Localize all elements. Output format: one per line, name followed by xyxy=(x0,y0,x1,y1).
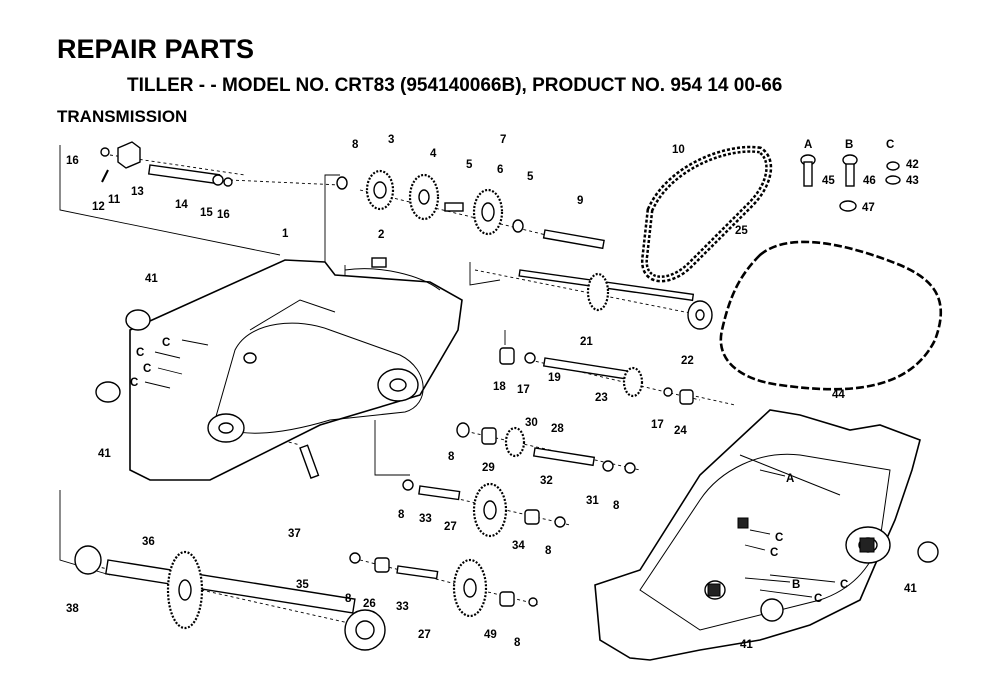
callout-29: 29 xyxy=(482,462,495,474)
callout-14: 14 xyxy=(175,199,188,211)
belt xyxy=(719,240,943,391)
arrow-label-c: C xyxy=(130,377,138,389)
callout-A: A xyxy=(804,139,812,151)
callout-11: 11 xyxy=(108,194,121,206)
callout-25: 25 xyxy=(735,225,748,237)
callout-45: 45 xyxy=(822,175,835,187)
callout-28: 28 xyxy=(551,423,564,435)
callout-17-b: 17 xyxy=(651,419,664,431)
callout-12: 12 xyxy=(92,201,105,213)
section-heading: TRANSMISSION xyxy=(57,107,188,126)
assembly-arrows xyxy=(144,339,836,598)
callout-5: 5 xyxy=(466,159,473,171)
callout-13: 13 xyxy=(131,186,144,198)
callout-21: 21 xyxy=(580,336,593,348)
arrow-label-c: C xyxy=(814,593,822,605)
callout-26: 26 xyxy=(363,598,376,610)
callout-38: 38 xyxy=(66,603,79,615)
callout-2: 2 xyxy=(378,229,384,241)
callout-7: 7 xyxy=(500,134,506,146)
sprocket-shaft xyxy=(518,269,713,330)
callout-49: 49 xyxy=(484,629,497,641)
callout-22: 22 xyxy=(681,355,694,367)
callout-5-b: 5 xyxy=(527,171,534,183)
page-subtitle: TILLER - - MODEL NO. CRT83 (954140066B),… xyxy=(127,75,783,96)
arrow-label-c: C xyxy=(136,347,144,359)
middle-gear-assembly xyxy=(456,422,636,474)
callout-41-c: 41 xyxy=(904,583,917,595)
top-gear-train xyxy=(336,169,605,250)
arrow-label-c: C xyxy=(770,547,778,559)
arrow-label-c: C xyxy=(143,363,151,375)
right-housing-plate xyxy=(594,409,921,661)
arrow-label-c: C xyxy=(162,337,170,349)
callout-44: 44 xyxy=(832,389,845,401)
callout-18: 18 xyxy=(493,381,506,393)
callout-4: 4 xyxy=(430,148,437,160)
bushings-and-fittings xyxy=(95,257,939,622)
callout-41: 41 xyxy=(145,273,158,285)
callout-1: 1 xyxy=(282,228,289,240)
arrow-letter-labels: C C C C A C C C B C xyxy=(130,337,848,605)
callout-36: 36 xyxy=(142,536,155,548)
callout-30: 30 xyxy=(525,417,538,429)
idler-shaft-assembly xyxy=(100,141,233,187)
callout-41-d: 41 xyxy=(740,639,753,651)
callout-41-b: 41 xyxy=(98,448,111,460)
page-title: REPAIR PARTS xyxy=(57,34,255,64)
callout-8: 8 xyxy=(352,139,359,151)
callout-34: 34 xyxy=(512,540,525,552)
callout-19: 19 xyxy=(548,372,561,384)
callout-15: 15 xyxy=(200,207,213,219)
arrow-label-c: C xyxy=(840,579,848,591)
callout-33-b: 33 xyxy=(396,601,409,613)
callout-33: 33 xyxy=(419,513,432,525)
arrow-label-b: B xyxy=(792,579,800,591)
callout-31: 31 xyxy=(586,495,599,507)
hardware-legend xyxy=(800,154,901,212)
callout-8-g: 8 xyxy=(514,637,521,649)
drive-chain xyxy=(641,145,773,283)
output-shaft-assembly xyxy=(74,545,386,651)
callout-24: 24 xyxy=(674,425,687,437)
callout-8-f: 8 xyxy=(345,593,352,605)
callout-8-e: 8 xyxy=(545,545,552,557)
callout-47: 47 xyxy=(862,202,875,214)
callout-35: 35 xyxy=(296,579,309,591)
callout-6: 6 xyxy=(497,164,503,176)
callout-37: 37 xyxy=(288,528,301,540)
lower-gear-train xyxy=(349,479,566,618)
callout-8-c: 8 xyxy=(613,500,620,512)
callout-3: 3 xyxy=(388,134,394,146)
left-housing-plate xyxy=(129,259,463,481)
callout-8-b: 8 xyxy=(448,451,455,463)
callout-32: 32 xyxy=(540,475,553,487)
callout-43: 43 xyxy=(906,175,919,187)
callout-16-b: 16 xyxy=(217,209,230,221)
callout-27: 27 xyxy=(444,521,457,533)
callout-C: C xyxy=(886,139,894,151)
callout-10: 10 xyxy=(672,144,685,156)
arrow-label-c: C xyxy=(775,532,783,544)
callout-B: B xyxy=(845,139,853,151)
callout-42: 42 xyxy=(906,159,919,171)
callout-46: 46 xyxy=(863,175,876,187)
callout-8-d: 8 xyxy=(398,509,405,521)
callout-labels: 16 11 12 13 14 15 16 8 3 4 7 5 6 5 9 10 … xyxy=(66,134,919,651)
callout-9: 9 xyxy=(577,195,583,207)
arrow-label-a: A xyxy=(786,473,794,485)
worm-shaft-assembly xyxy=(499,347,694,405)
callout-27-b: 27 xyxy=(418,629,431,641)
callout-16: 16 xyxy=(66,155,79,167)
callout-17: 17 xyxy=(517,384,530,396)
callout-23: 23 xyxy=(595,392,608,404)
